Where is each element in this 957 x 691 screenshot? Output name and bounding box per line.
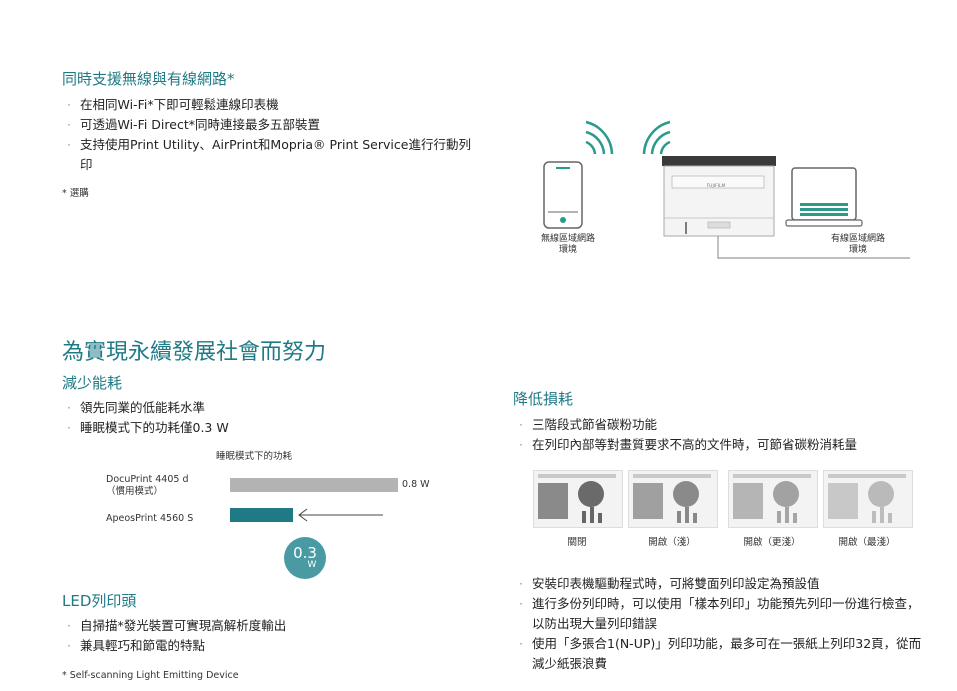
list-item: 進行多份列印時，可以使用「樣本列印」功能預先列印一份進行檢查，以防出現大量列印錯… — [516, 594, 926, 634]
wifi-icon — [642, 120, 671, 155]
thumbnail-caption: 關閉 — [567, 537, 587, 548]
data-label: 0.8 W — [402, 479, 430, 490]
list-item: 睡眠模式下的功耗僅0.3 W — [64, 418, 464, 438]
list-item: 自掃描*發光裝置可實現高解析度輸出 — [64, 616, 464, 636]
category-label: ApeosPrint 4560 S — [106, 513, 194, 524]
category-line: DocuPrint 4405 d — [106, 474, 189, 485]
bar — [230, 508, 293, 522]
label-line: 有線區域網路 — [830, 234, 885, 244]
smartphone-icon — [543, 161, 583, 229]
wireless-feature-list: 在相同Wi-Fi*下即可輕鬆連線印表機 可透過Wi-Fi Direct*同時連接… — [64, 95, 474, 175]
badge-unit: W — [307, 560, 317, 570]
toner-thumbnails: 關閉 開啟（淺） 開啟（更淺） 開啟（最淺） — [533, 470, 913, 550]
bar — [230, 478, 398, 492]
arrow-icon — [298, 508, 383, 522]
laptop-icon — [785, 167, 863, 227]
thumbnail-caption: 開啟（更淺） — [743, 537, 801, 548]
toner-thumbnail — [628, 470, 718, 528]
label-line: 無線區域網路 — [540, 234, 595, 244]
chart-title: 睡眠模式下的功耗 — [216, 451, 293, 462]
led-footnote: * Self-scanning Light Emitting Device — [62, 670, 239, 681]
list-item: 支持使用Print Utility、AirPrint和Mopria® Print… — [64, 135, 474, 175]
loss-heading: 降低損耗 — [513, 390, 574, 408]
list-item: 兼具輕巧和節電的特點 — [64, 636, 464, 656]
thumbnail-caption: 開啟（淺） — [648, 537, 696, 548]
power-chart: 睡眠模式下的功耗 DocuPrint 4405 d （慣用模式） ApeosPr… — [62, 444, 482, 584]
printer-icon — [662, 156, 776, 237]
toner-thumbnail — [728, 470, 818, 528]
energy-heading: 減少能耗 — [62, 374, 123, 392]
list-item: 可透過Wi-Fi Direct*同時連接最多五部裝置 — [64, 115, 474, 135]
loss-feature-list-2: 安裝印表機驅動程式時，可將雙面列印設定為預設值 進行多份列印時，可以使用「樣本列… — [516, 574, 926, 674]
wireless-heading: 同時支援無線與有線網路* — [62, 70, 235, 88]
list-item: 在列印內部等對畫質要求不高的文件時，可節省碳粉消耗量 — [516, 435, 936, 455]
wifi-icon — [585, 120, 614, 155]
sustainability-heading: 為實現永續發展社會而努力 — [62, 340, 327, 365]
loss-feature-list: 三階段式節省碳粉功能 在列印內部等對畫質要求不高的文件時，可節省碳粉消耗量 — [516, 415, 936, 455]
network-cable — [717, 236, 910, 259]
category-label: DocuPrint 4405 d （慣用模式） — [106, 474, 188, 498]
list-item: 領先同業的低能耗水準 — [64, 398, 464, 418]
wireless-footnote: * 選購 — [62, 188, 89, 199]
category-line: （慣用模式） — [106, 486, 164, 497]
list-item: 三階段式節省碳粉功能 — [516, 415, 936, 435]
thumbnail-caption: 開啟（最淺） — [838, 537, 896, 548]
badge-value: 0.3 — [293, 544, 317, 562]
list-item: 在相同Wi-Fi*下即可輕鬆連線印表機 — [64, 95, 474, 115]
label-line: 環境 — [558, 245, 577, 255]
list-item: 使用「多張合1(N-UP)」列印功能，最多可在一張紙上列印32頁，從而減少紙張浪… — [516, 634, 926, 674]
led-feature-list: 自掃描*發光裝置可實現高解析度輸出 兼具輕巧和節電的特點 — [64, 616, 464, 656]
wireless-env-label: 無線區域網路 環境 — [520, 234, 616, 256]
toner-thumbnail — [823, 470, 913, 528]
energy-feature-list: 領先同業的低能耗水準 睡眠模式下的功耗僅0.3 W — [64, 398, 464, 438]
list-item: 安裝印表機驅動程式時，可將雙面列印設定為預設值 — [516, 574, 926, 594]
led-heading: LED列印頭 — [62, 592, 137, 610]
value-badge: 0.3 W — [284, 537, 326, 579]
wired-env-label: 有線區域網路 環境 — [812, 234, 904, 256]
toner-thumbnail — [533, 470, 623, 528]
printer-brand: FUJIFILM — [707, 183, 726, 189]
network-diagram: FUJIFILM — [543, 120, 910, 259]
label-line: 環境 — [848, 245, 867, 255]
